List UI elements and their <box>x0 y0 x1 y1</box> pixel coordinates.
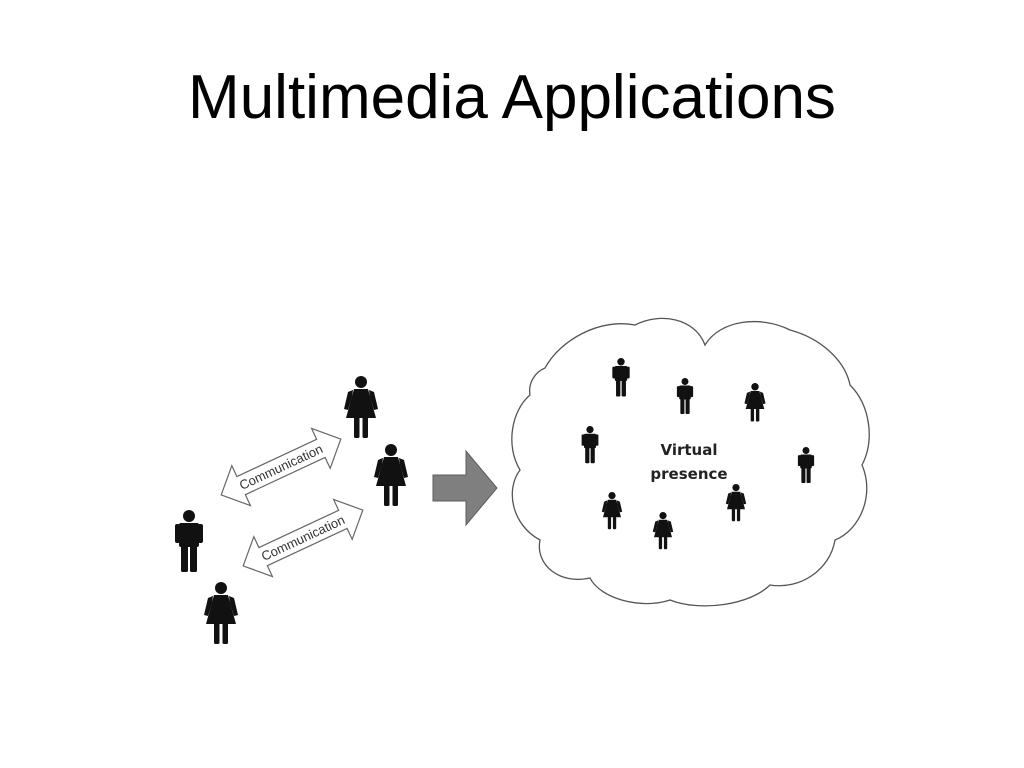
virtual-presence-cloud <box>511 317 870 607</box>
communication-label-top: Communication <box>237 441 325 493</box>
communication-arrow-bottom: Communication <box>242 498 364 578</box>
male-person-icon <box>175 510 203 572</box>
female-person-icon <box>204 582 238 644</box>
transition-arrow <box>432 449 498 527</box>
female-person-icon <box>374 444 408 506</box>
cloud-label-presence: presence <box>650 465 727 483</box>
communication-label-bottom: Communication <box>259 512 347 564</box>
slide-title: Multimedia Applications <box>188 63 836 132</box>
communication-arrow-top: Communication <box>220 427 342 507</box>
cloud-label-virtual: Virtual <box>661 441 718 459</box>
female-person-icon <box>344 376 378 438</box>
